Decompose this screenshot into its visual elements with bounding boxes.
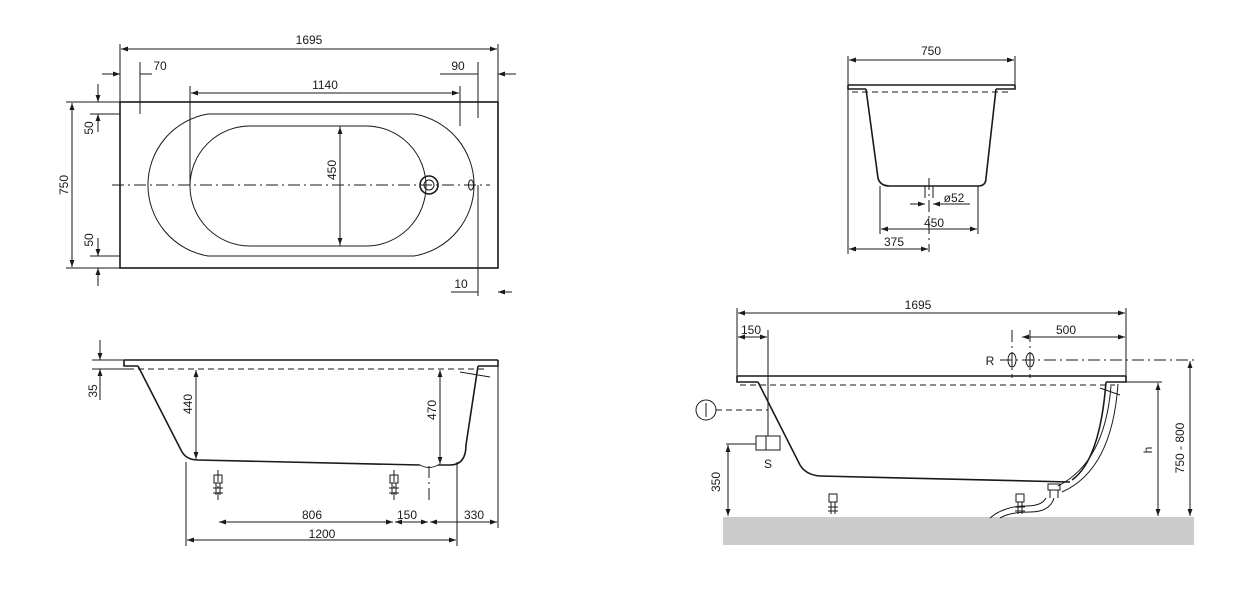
dim-right-offset: 10 xyxy=(454,277,468,291)
inst-dim-support-height: 350 xyxy=(709,472,723,492)
drain-pipe xyxy=(1057,383,1119,493)
dim-right-rim: 90 xyxy=(451,59,465,73)
dim-foot-offset: 150 xyxy=(397,508,417,522)
install-foot-right xyxy=(1015,493,1025,514)
end-dim-width: 750 xyxy=(921,44,941,58)
dim-bottom-rim: 50 xyxy=(82,233,96,247)
dim-left-rim: 70 xyxy=(153,59,167,73)
inst-dim-left-offset: 150 xyxy=(741,323,761,337)
dim-base-length: 1200 xyxy=(309,527,336,541)
label-s: S xyxy=(764,457,772,471)
dim-foot-spacing: 806 xyxy=(302,508,322,522)
rim-right-edge xyxy=(478,360,499,367)
inst-dim-right-offset: 500 xyxy=(1056,323,1076,337)
foot-right xyxy=(389,474,399,495)
drain-fitting xyxy=(1047,483,1061,498)
tub-body-right xyxy=(1071,381,1107,481)
trap-pipe xyxy=(989,497,1055,519)
tub-bottom-line xyxy=(819,475,1071,483)
dim-left-depth: 440 xyxy=(181,394,195,414)
plan-view: 1695 70 90 1140 750 50 50 450 xyxy=(57,33,516,296)
label-r: R xyxy=(986,354,995,368)
inst-dim-h: h xyxy=(1141,447,1155,454)
install-foot-left xyxy=(828,493,838,514)
dim-overall-length: 1695 xyxy=(296,33,323,47)
end-body-outline xyxy=(865,88,997,187)
dim-rim-thickness: 35 xyxy=(86,384,100,398)
inst-dim-height-range: 750 - 800 xyxy=(1173,422,1187,473)
rim-left-edge xyxy=(123,360,138,367)
support-bracket xyxy=(755,435,781,451)
end-dim-drain-offset: 375 xyxy=(884,235,904,249)
tub-rim-edges xyxy=(736,376,1127,383)
drain-outer-circle xyxy=(419,175,439,195)
tub-body-outline xyxy=(137,365,479,466)
inst-dim-overall-length: 1695 xyxy=(905,298,932,312)
tub-body-left xyxy=(757,381,821,477)
dim-inner-width: 450 xyxy=(325,160,339,180)
end-view: 750 ø52 450 375 xyxy=(847,44,1016,254)
dim-right-depth: 470 xyxy=(425,400,439,420)
dim-width: 750 xyxy=(57,175,71,195)
end-drain-outlet xyxy=(924,186,934,198)
overflow-marker xyxy=(459,371,491,378)
installation-view: R S 1695 150 500 350 h 750 - 800 xyxy=(695,298,1196,545)
dim-right-overhang: 330 xyxy=(464,508,484,522)
dim-inner-length: 1140 xyxy=(312,78,338,92)
drain-inner-circle xyxy=(423,179,435,191)
foot-left xyxy=(213,474,223,495)
dim-top-rim: 50 xyxy=(82,121,96,135)
info-leader xyxy=(716,409,769,436)
overflow-slot xyxy=(468,179,474,191)
outer-basin-outline xyxy=(147,113,475,257)
end-dim-bottom-width: 450 xyxy=(924,216,944,230)
end-dim-drain-diameter: ø52 xyxy=(944,191,965,205)
side-view: 35 440 470 806 150 330 1200 xyxy=(86,340,499,546)
inner-basin-outline xyxy=(189,125,427,247)
floor xyxy=(723,517,1194,545)
